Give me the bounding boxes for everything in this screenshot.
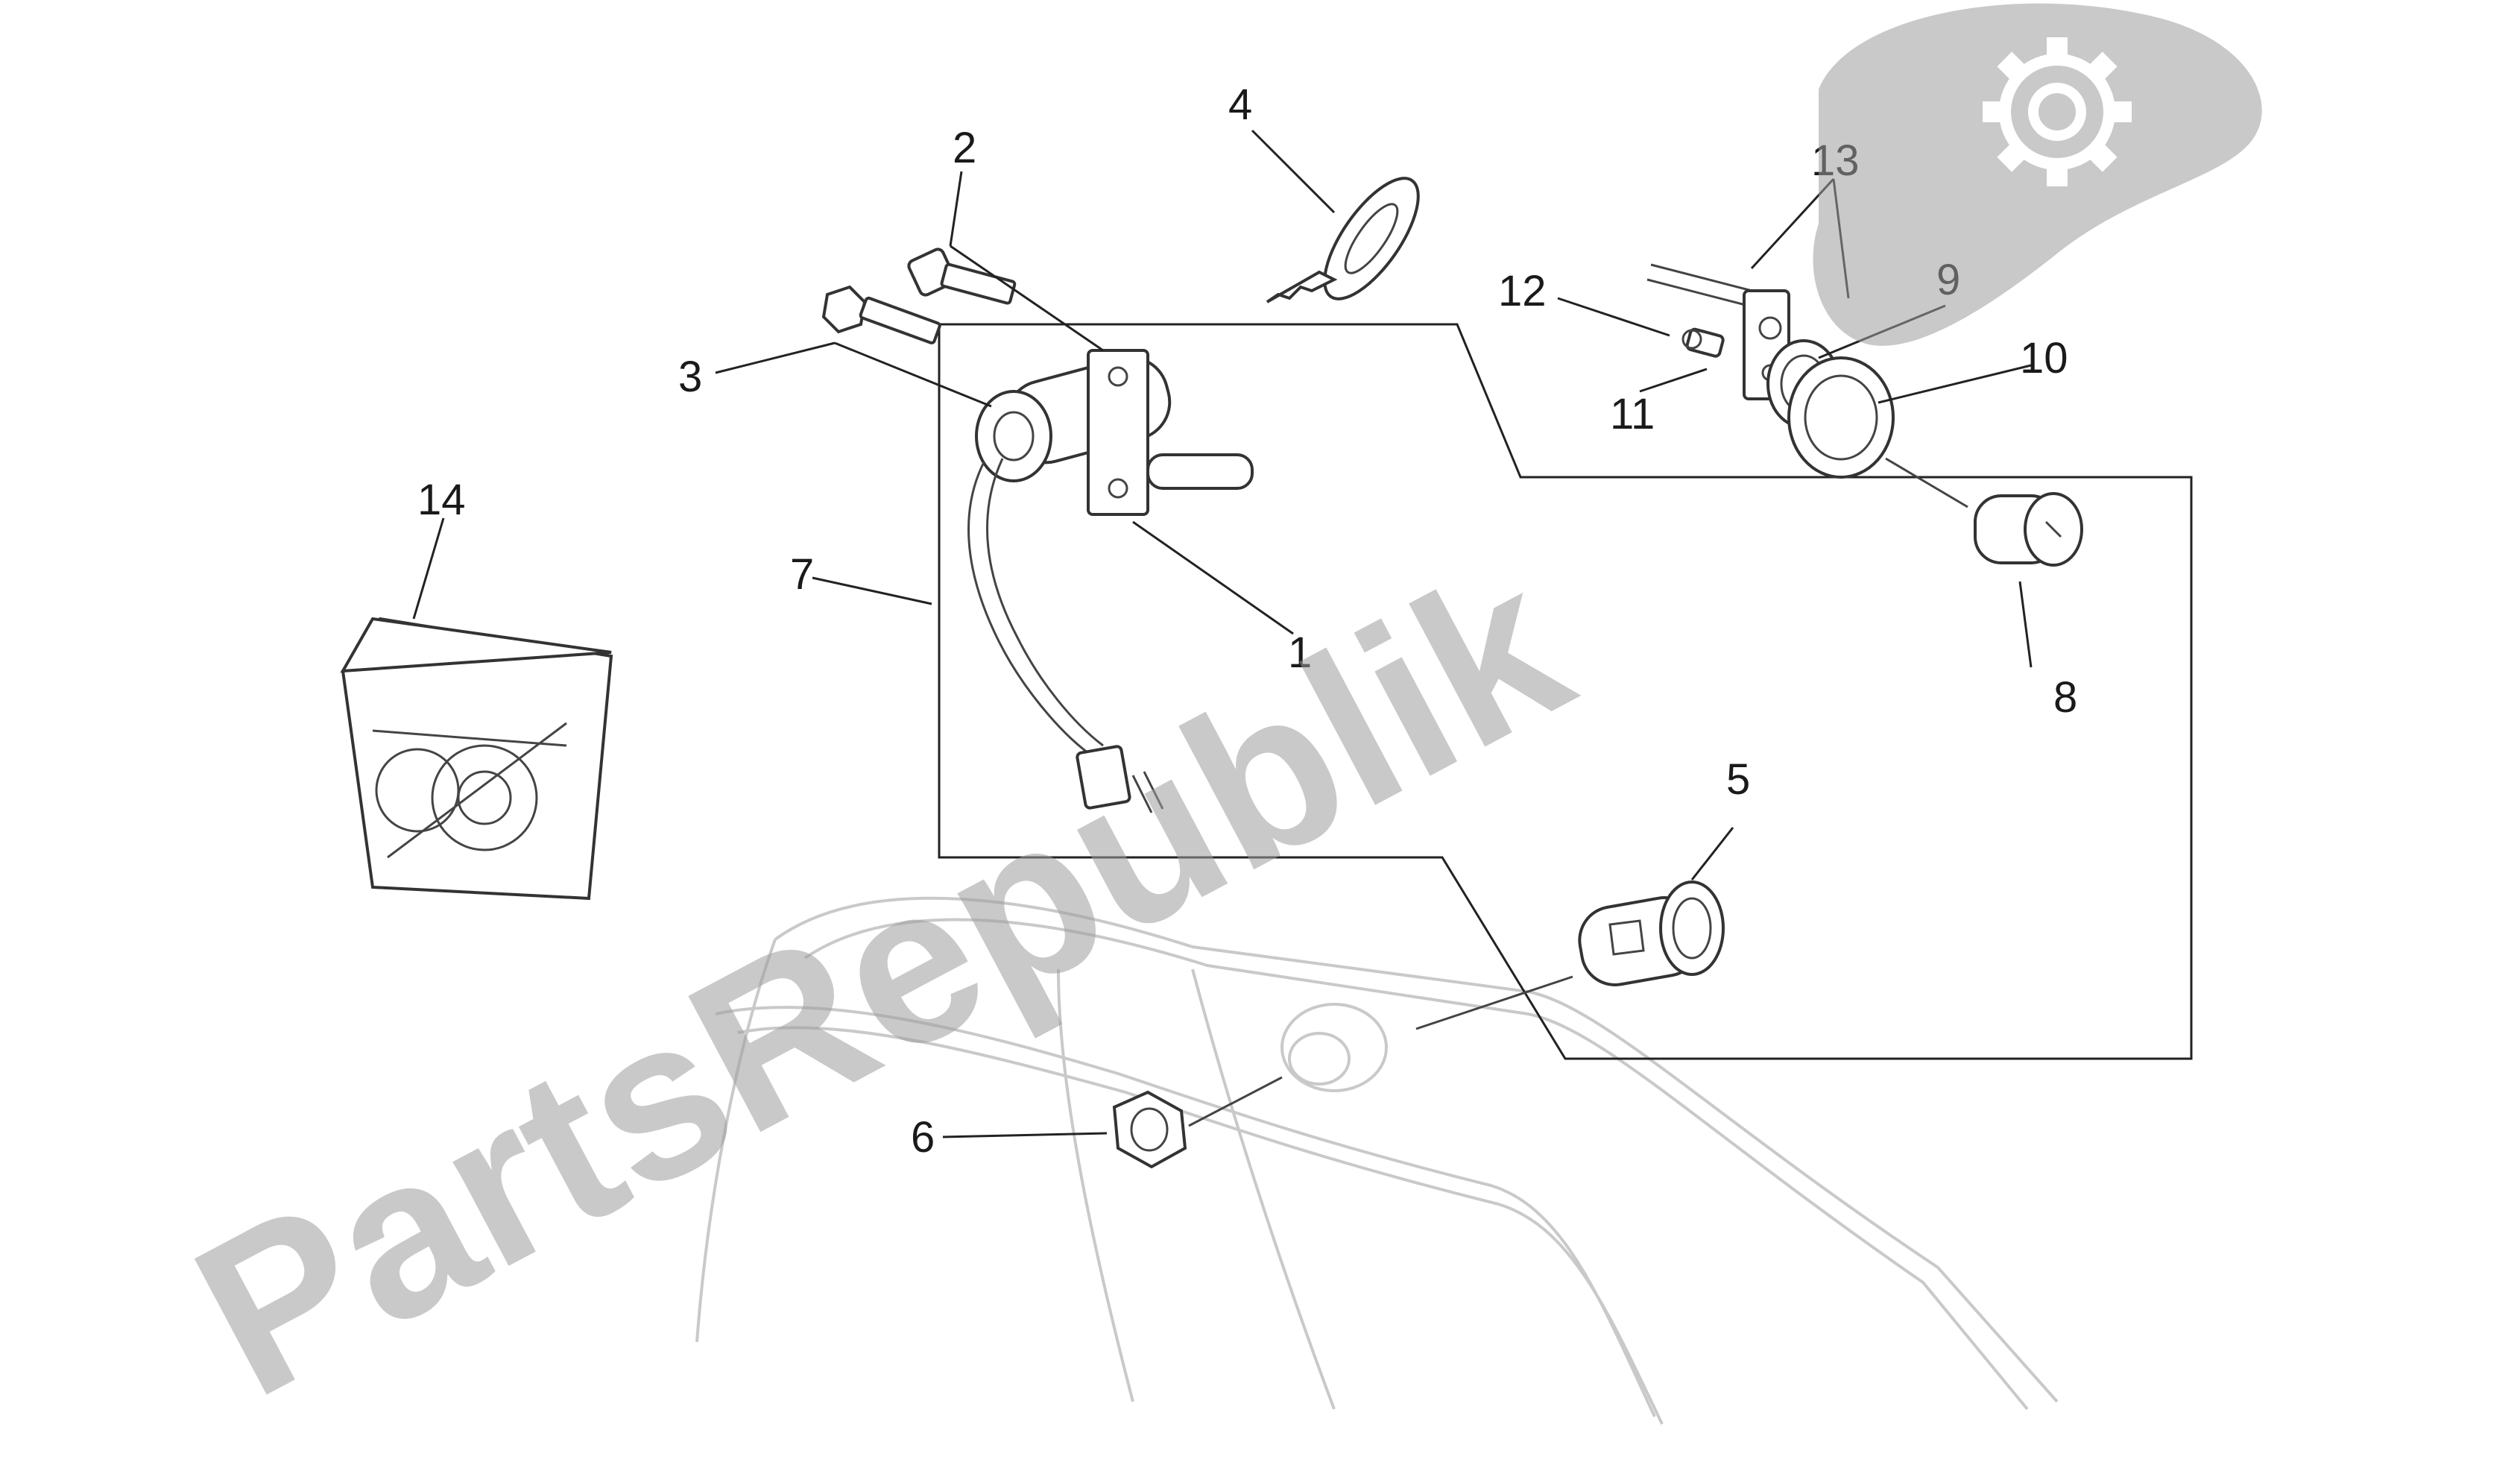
callout-12: 12 [1498,267,1547,315]
callout-10: 10 [2020,334,2068,382]
watermark-badge [1813,3,2262,346]
callout-labels: 1 2 3 4 5 6 7 8 9 10 11 12 13 14 [417,81,2077,1162]
ignition-switch [967,349,1254,813]
callout-11: 11 [1610,390,1655,438]
callout-14: 14 [417,476,466,524]
callout-2: 2 [953,124,976,172]
callout-6: 6 [911,1113,935,1162]
lock-set-upper [1646,263,2083,567]
callout-7: 7 [790,550,814,599]
callout-4: 4 [1228,81,1252,129]
callout-8: 8 [2053,673,2077,722]
hex-nut [1112,1076,1283,1169]
callout-5: 5 [1726,755,1750,804]
manual-pack [340,617,613,901]
callout-3: 3 [678,353,702,401]
callout-1: 1 [1288,629,1312,677]
bolt-3 [821,285,941,344]
leader-lines [412,129,2033,1138]
key [1266,177,1420,303]
assembly-frame [938,323,2193,1060]
lock-cylinder-5 [1415,881,1725,1030]
gear-icon [1983,37,2132,186]
bolt-2 [907,248,1017,305]
